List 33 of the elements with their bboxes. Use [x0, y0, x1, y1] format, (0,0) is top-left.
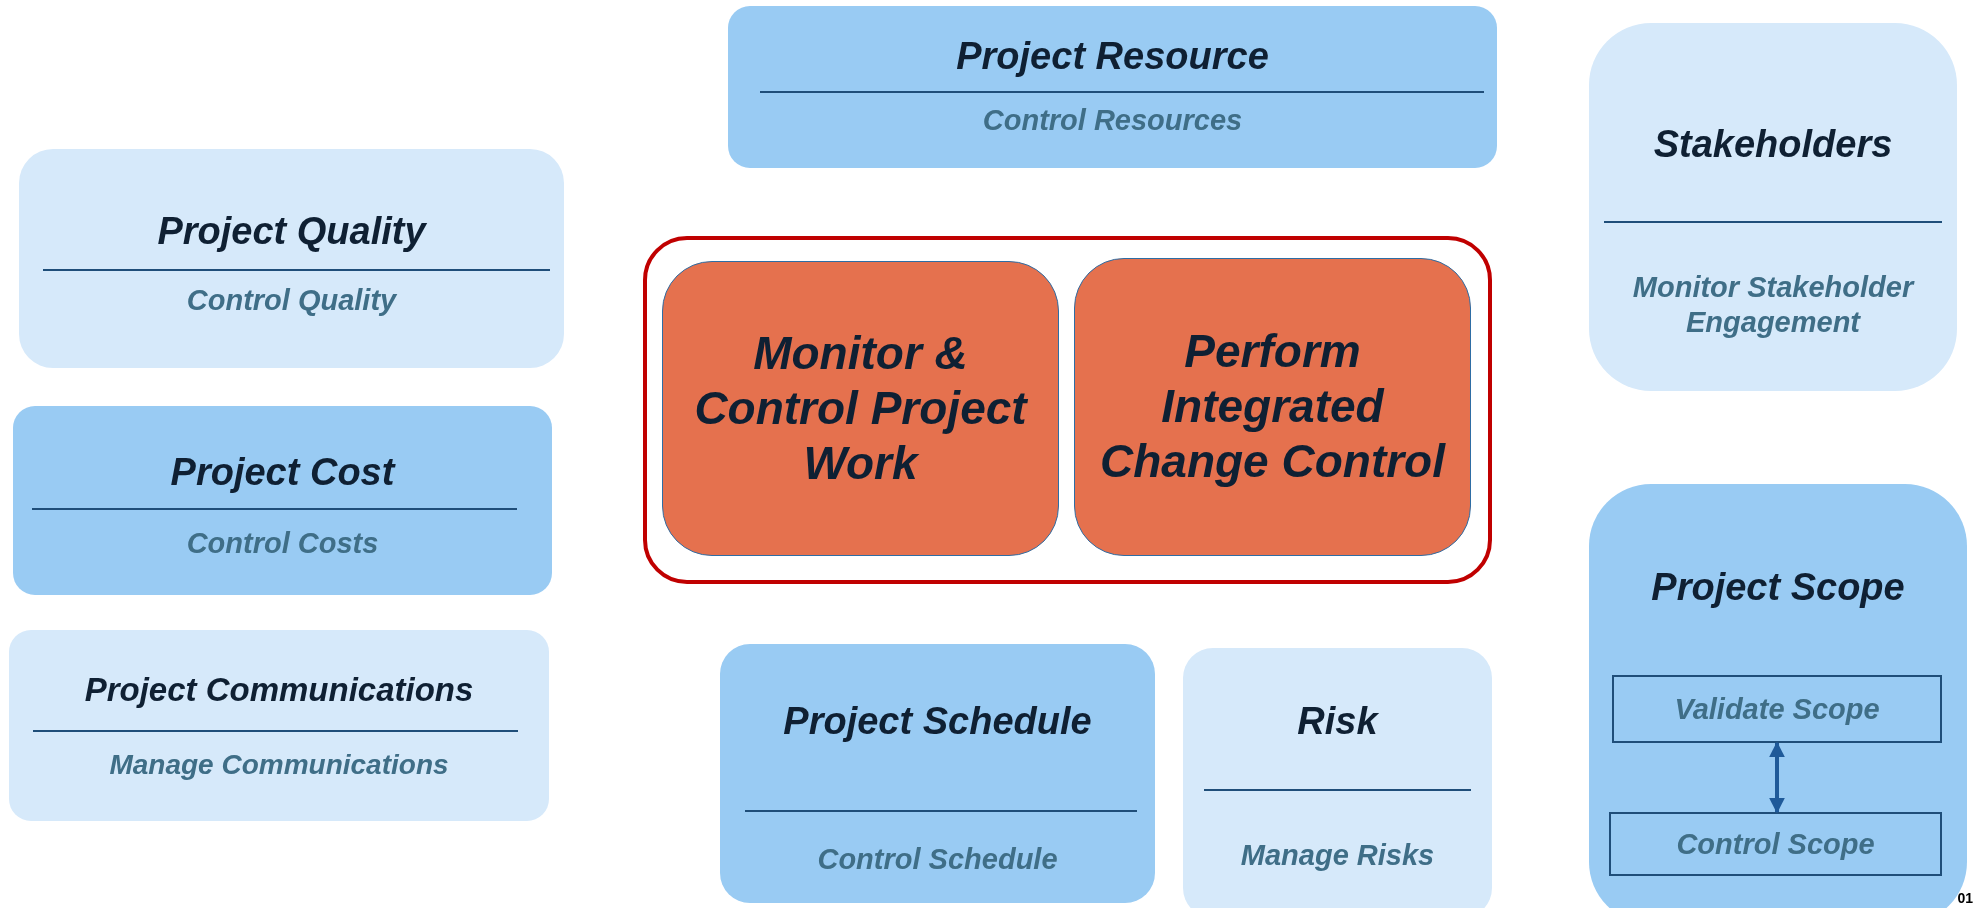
topic-card — [9, 630, 549, 821]
process-box — [1074, 258, 1471, 556]
topic-card — [13, 406, 552, 595]
heading: Project Communications — [84, 670, 474, 710]
topic-card — [1183, 648, 1492, 908]
subheading: Manage Risks — [1240, 837, 1435, 873]
topic-card — [1589, 23, 1957, 391]
subheading: Manage Communications — [109, 748, 449, 782]
subheading: Control Schedule — [817, 841, 1058, 877]
heading: Project Cost — [170, 450, 395, 496]
heading: Project Resource — [956, 34, 1269, 80]
process-label: Perform Integrated Change Control — [1099, 324, 1447, 490]
subheading: Control Resources — [982, 102, 1243, 138]
process-box — [1612, 675, 1942, 743]
double-arrow — [1769, 741, 1785, 814]
group-frame — [643, 236, 1492, 584]
page-number: 01 — [1957, 890, 1973, 906]
heading: Project Scope — [1651, 565, 1905, 611]
topic-card — [728, 6, 1497, 168]
heading: Risk — [1297, 699, 1378, 745]
topic-card — [720, 644, 1155, 903]
step-label: Control Scope — [1676, 826, 1875, 862]
subheading: Monitor Stakeholder Engagement — [1631, 270, 1916, 340]
step-label: Validate Scope — [1674, 691, 1880, 727]
process-label: Monitor & Control Project Work — [693, 325, 1029, 492]
subheading: Control Costs — [186, 525, 379, 561]
heading: Project Quality — [157, 209, 426, 255]
topic-card — [19, 149, 564, 368]
heading: Stakeholders — [1653, 122, 1893, 168]
subheading: Control Quality — [186, 282, 397, 318]
process-box — [662, 261, 1059, 556]
process-box — [1609, 812, 1942, 876]
heading: Project Schedule — [783, 699, 1092, 745]
